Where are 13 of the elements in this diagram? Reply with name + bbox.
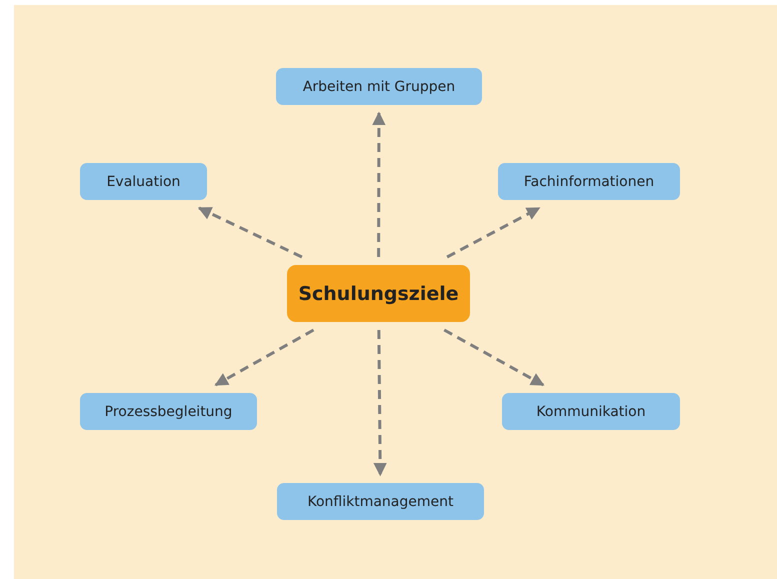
dashed-arrow <box>198 206 303 258</box>
topic-box: Konfliktmanagement <box>277 483 484 520</box>
topic-box: Arbeiten mit Gruppen <box>276 68 482 105</box>
dashed-arrow <box>446 206 540 258</box>
topic-box: Prozessbegleitung <box>80 393 257 430</box>
topic-box: Kommunikation <box>502 393 680 430</box>
central-topic-box: Schulungsziele <box>287 265 470 322</box>
dashed-arrow <box>444 328 544 386</box>
dashed-arrow <box>372 112 386 257</box>
topic-box: Evaluation <box>80 163 207 200</box>
topic-box: Fachinformationen <box>498 163 680 200</box>
dashed-arrow <box>373 330 387 476</box>
dashed-arrow <box>214 328 314 386</box>
